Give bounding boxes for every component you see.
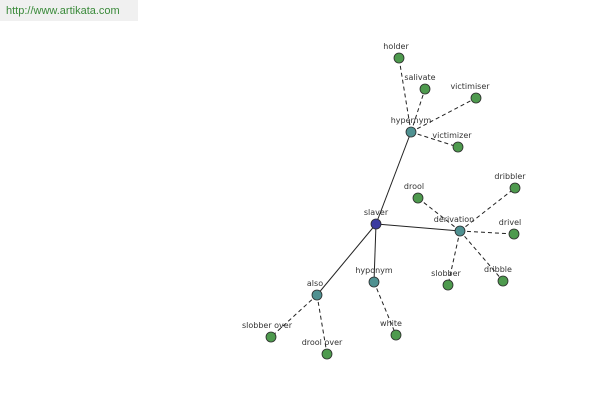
node-derivation[interactable] xyxy=(454,225,466,237)
node-label-holder[interactable]: holder xyxy=(383,42,409,51)
edge-derivation-drool xyxy=(417,197,461,232)
node-label-drool-over[interactable]: drool over xyxy=(302,338,343,347)
graph-nodes xyxy=(265,52,521,360)
node-dribble[interactable] xyxy=(497,275,509,287)
node-dribbler[interactable] xyxy=(509,182,521,194)
node-drool[interactable] xyxy=(412,192,424,204)
edge-derivation-slobber xyxy=(447,230,461,286)
edge-hyponym-white xyxy=(373,281,397,336)
edge-hypernym-victimizer xyxy=(410,131,459,148)
node-also[interactable] xyxy=(311,289,323,301)
node-slobber-over[interactable] xyxy=(265,331,277,343)
node-label-dribbler[interactable]: dribbler xyxy=(494,172,526,181)
graph-labels: slaver hypernym derivation hyponym also holde… xyxy=(242,42,526,347)
node-victimiser[interactable] xyxy=(470,92,482,104)
node-salivate[interactable] xyxy=(419,83,431,95)
node-label-hyponym[interactable]: hyponym xyxy=(355,266,393,275)
node-label-drool[interactable]: drool xyxy=(404,182,424,191)
edge-slaver-hyponym xyxy=(373,223,377,283)
edge-derivation-dribble xyxy=(459,230,504,282)
node-victimizer[interactable] xyxy=(452,141,464,153)
node-label-slaver[interactable]: slaver xyxy=(364,208,389,217)
edge-hypernym-salivate xyxy=(410,88,426,133)
node-label-victimiser[interactable]: victimiser xyxy=(450,82,490,91)
node-hyponym[interactable] xyxy=(368,276,380,288)
edge-derivation-drivel xyxy=(459,230,515,235)
node-drool-over[interactable] xyxy=(321,348,333,360)
edge-slaver-also xyxy=(316,223,377,296)
node-label-also[interactable]: also xyxy=(307,279,323,288)
edge-hypernym-victimiser xyxy=(410,97,477,133)
node-label-white[interactable]: white xyxy=(380,319,402,328)
node-label-slobber[interactable]: slobber xyxy=(431,269,461,278)
node-label-hypernym[interactable]: hypernym xyxy=(391,116,432,125)
node-slaver[interactable] xyxy=(370,218,382,230)
node-label-slobber-over[interactable]: slobber over xyxy=(242,321,293,330)
node-hypernym[interactable] xyxy=(405,126,417,138)
node-holder[interactable] xyxy=(393,52,405,64)
edge-hypernym-holder xyxy=(398,57,412,133)
node-slobber[interactable] xyxy=(442,279,454,291)
site-url-link[interactable]: http://www.artikata.com xyxy=(6,5,120,17)
edge-also-drool_over xyxy=(316,294,328,355)
graph-edges xyxy=(270,57,516,355)
edge-slaver-hypernym xyxy=(375,131,412,225)
node-label-drivel[interactable]: drivel xyxy=(499,218,521,227)
node-label-dribble[interactable]: dribble xyxy=(484,265,512,274)
edge-slaver-derivation xyxy=(375,223,461,232)
node-label-victimizer[interactable]: victimizer xyxy=(432,131,472,140)
node-white[interactable] xyxy=(390,329,402,341)
node-label-salivate[interactable]: salivate xyxy=(404,73,435,82)
node-label-derivation[interactable]: derivation xyxy=(434,215,474,224)
edge-also-slobber_over xyxy=(270,294,318,338)
edge-derivation-dribbler xyxy=(459,187,516,232)
site-url-banner[interactable]: http://www.artikata.com xyxy=(0,0,138,21)
node-drivel[interactable] xyxy=(508,228,520,240)
